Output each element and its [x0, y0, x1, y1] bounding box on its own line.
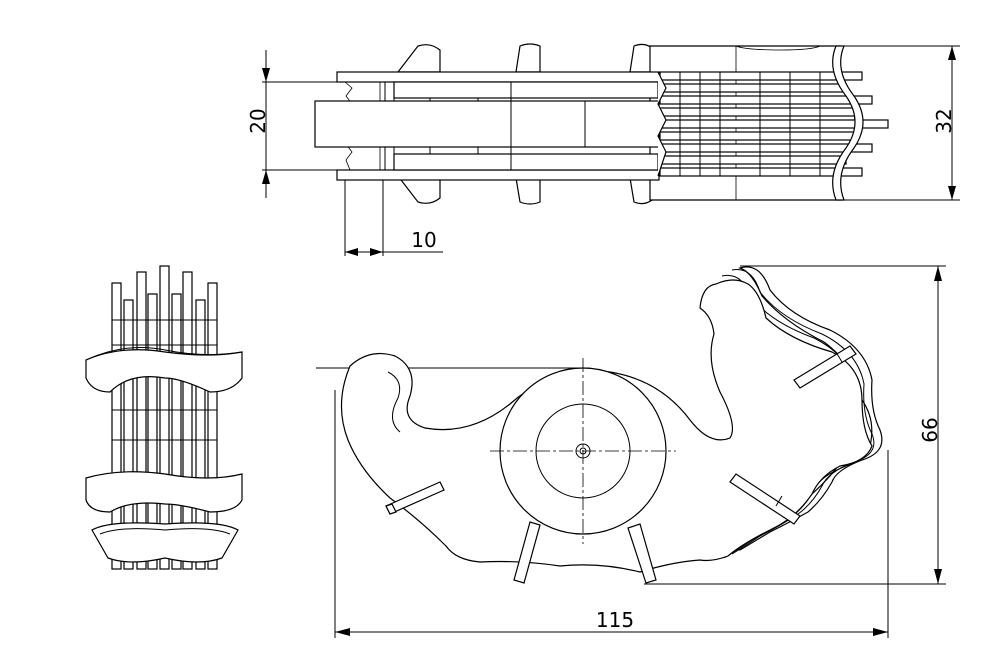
bottom-plate [91, 522, 239, 563]
upper-band [85, 349, 243, 393]
reel-body [314, 100, 660, 148]
tabs [385, 345, 857, 584]
lower-band [85, 471, 243, 513]
dim-10-label: 10 [411, 228, 436, 252]
rear-comb [659, 71, 889, 177]
dim-20-label: 20 [246, 108, 270, 133]
slats [111, 265, 218, 570]
side-view [85, 265, 243, 570]
front-view: 66 115 [316, 265, 946, 638]
dim-66-label: 66 [918, 417, 942, 442]
dim-32-label: 32 [932, 108, 956, 133]
top-view: 20 32 10 [246, 43, 960, 256]
dim-115-label: 115 [596, 608, 634, 632]
